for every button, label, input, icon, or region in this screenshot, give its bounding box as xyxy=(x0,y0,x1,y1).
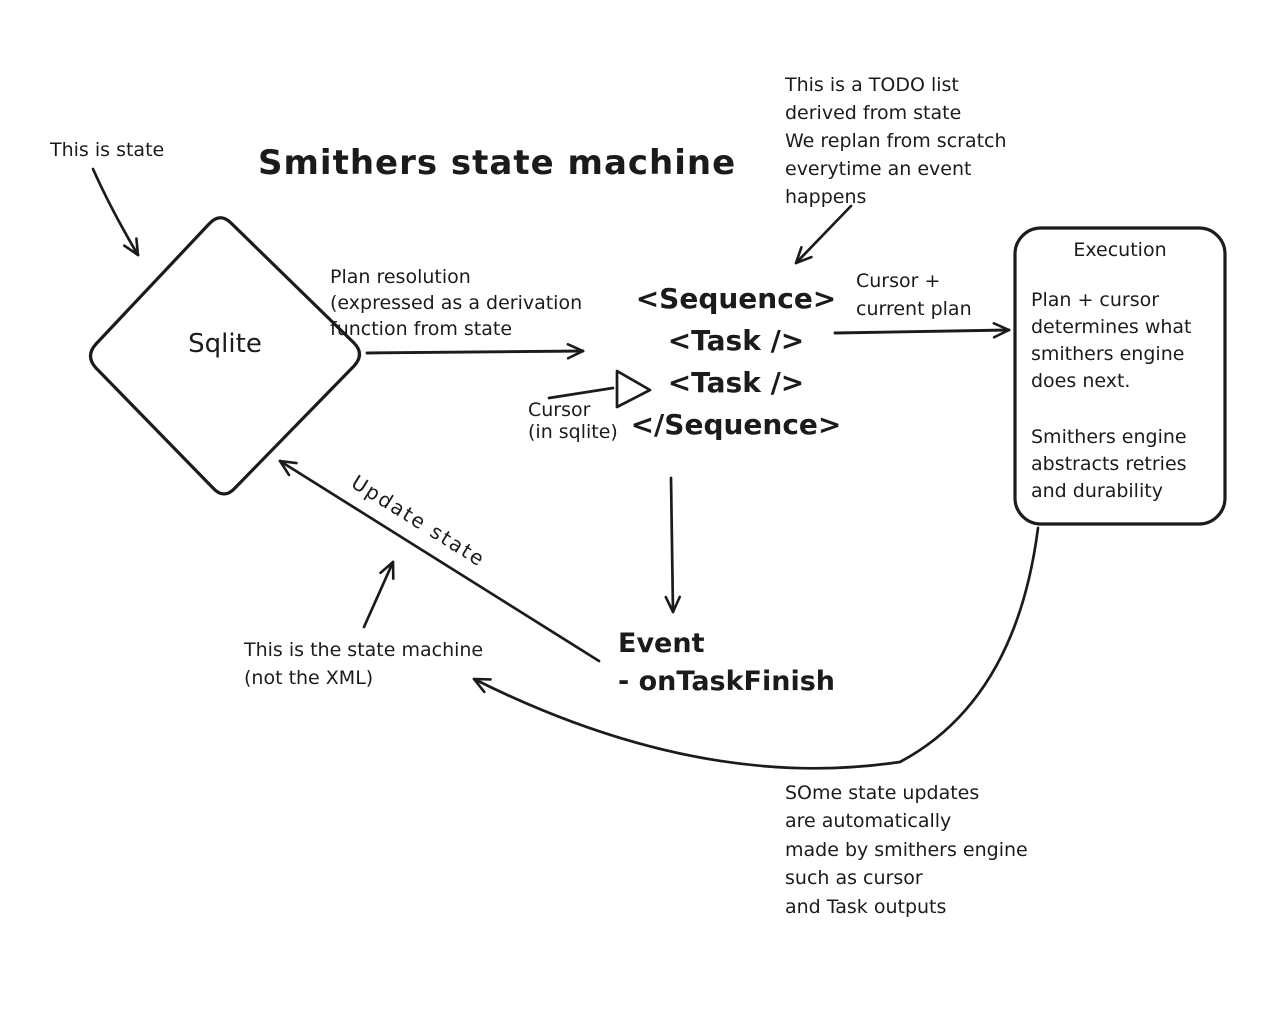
execution-paragraph-2[interactable]: Smithers engine abstracts retries and du… xyxy=(1031,424,1187,505)
execution-body-line: abstracts retries xyxy=(1031,453,1187,475)
cursor-pointer-line[interactable] xyxy=(547,386,615,400)
state-annotation[interactable]: This is state xyxy=(50,139,165,161)
todo-arrow[interactable] xyxy=(794,204,853,265)
auto-updates-line: and Task outputs xyxy=(785,895,947,918)
execution-body-line: determines what xyxy=(1031,316,1192,338)
cursor-plan-line: current plan xyxy=(856,298,972,320)
execution-title[interactable]: Execution xyxy=(1073,239,1167,261)
xml-line: <Task /> xyxy=(667,366,805,399)
execution-paragraph-1[interactable]: Plan + cursor determines what smithers e… xyxy=(1031,287,1192,395)
plan-resolution-label[interactable]: Plan resolution (expressed as a derivati… xyxy=(330,264,582,342)
cursor-pointer-triangle[interactable] xyxy=(615,369,652,409)
cursor-plan-label[interactable]: Cursor + current plan xyxy=(856,267,972,323)
state-machine-line: (not the XML) xyxy=(244,667,374,689)
event-item: - onTaskFinish xyxy=(618,666,836,697)
event-node-label[interactable]: Event - onTaskFinish xyxy=(618,625,835,701)
sqlite-node-label[interactable]: Sqlite xyxy=(188,329,262,359)
update-state-arrow[interactable] xyxy=(278,459,601,663)
execution-body-line: and durability xyxy=(1031,480,1163,502)
annotation-pointer-arrow[interactable] xyxy=(362,560,395,629)
auto-updates-line: made by smithers engine xyxy=(785,838,1028,861)
plan-resolution-line: function from state xyxy=(330,318,513,340)
execution-box-shape[interactable] xyxy=(1013,226,1227,526)
todo-annotation-line: derived from state xyxy=(785,102,962,124)
event-title: Event xyxy=(618,628,705,659)
todo-annotation-line: everytime an event xyxy=(785,158,972,180)
sqlite-diamond-shape[interactable] xyxy=(88,216,362,496)
plan-resolution-line: Plan resolution xyxy=(330,266,471,288)
todo-annotation-line: This is a TODO list xyxy=(785,74,959,96)
cursor-label[interactable]: Cursor (in sqlite) xyxy=(528,399,618,443)
plan-resolution-line: (expressed as a derivation xyxy=(330,292,583,314)
cursor-plan-line: Cursor + xyxy=(856,270,941,292)
xml-line: </Sequence> xyxy=(630,408,842,441)
diagram-title[interactable]: Smithers state machine xyxy=(258,143,737,183)
sequence-event-arrow[interactable] xyxy=(664,476,682,614)
execution-body-line: Smithers engine xyxy=(1031,426,1187,448)
cursor-label-line: (in sqlite) xyxy=(528,421,618,443)
execution-body-line: Plan + cursor xyxy=(1031,289,1160,311)
auto-updates-line: SOme state updates xyxy=(785,782,980,804)
plan-resolution-arrow[interactable] xyxy=(365,342,585,360)
state-machine-annotation[interactable]: This is the state machine (not the XML) xyxy=(244,636,483,692)
auto-updates-annotation[interactable]: SOme state updates are automatically mad… xyxy=(785,779,1028,921)
execution-body-line: smithers engine xyxy=(1031,343,1185,365)
state-arrow[interactable] xyxy=(91,167,140,257)
engine-feedback-curve-arrow[interactable] xyxy=(472,526,1040,770)
cursor-plan-arrow[interactable] xyxy=(833,321,1011,339)
auto-updates-line: are automatically xyxy=(785,810,952,833)
todo-annotation-line: We replan from scratch xyxy=(785,130,1007,152)
xml-plan-block[interactable]: <Sequence> <Task /> <Task /> </Sequence> xyxy=(611,278,861,446)
todo-annotation-line: happens xyxy=(785,186,867,208)
cursor-label-line: Cursor xyxy=(528,399,591,421)
state-machine-line: This is the state machine xyxy=(244,639,484,661)
xml-line: <Sequence> xyxy=(635,282,837,315)
auto-updates-line: such as cursor xyxy=(785,867,923,890)
todo-annotation[interactable]: This is a TODO list derived from state W… xyxy=(785,71,1007,211)
execution-body-line: does next. xyxy=(1031,370,1131,392)
xml-line: <Task /> xyxy=(667,324,805,357)
